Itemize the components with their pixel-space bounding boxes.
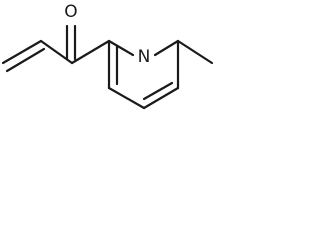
bond-c4-n [107,39,135,57]
vinyl-group [1,39,74,73]
methyl-group [176,39,214,65]
structure-diagram: O N [1,2,214,110]
bond-c5-c6 [107,86,146,110]
nitrogen-label: N [138,47,151,67]
bond-n-c8 [153,39,180,57]
bond-c1-c2-inner [5,47,46,73]
oxygen-label: O [64,2,77,22]
bond-c6-c7-inner [142,81,174,101]
bond-c8-methyl [176,39,214,65]
bond-c1-c2 [1,39,43,65]
bond-c3-c4 [70,39,111,65]
pyridine-ring [107,39,180,110]
carbonyl-group [65,24,111,65]
bond-c6-c7 [142,86,180,110]
